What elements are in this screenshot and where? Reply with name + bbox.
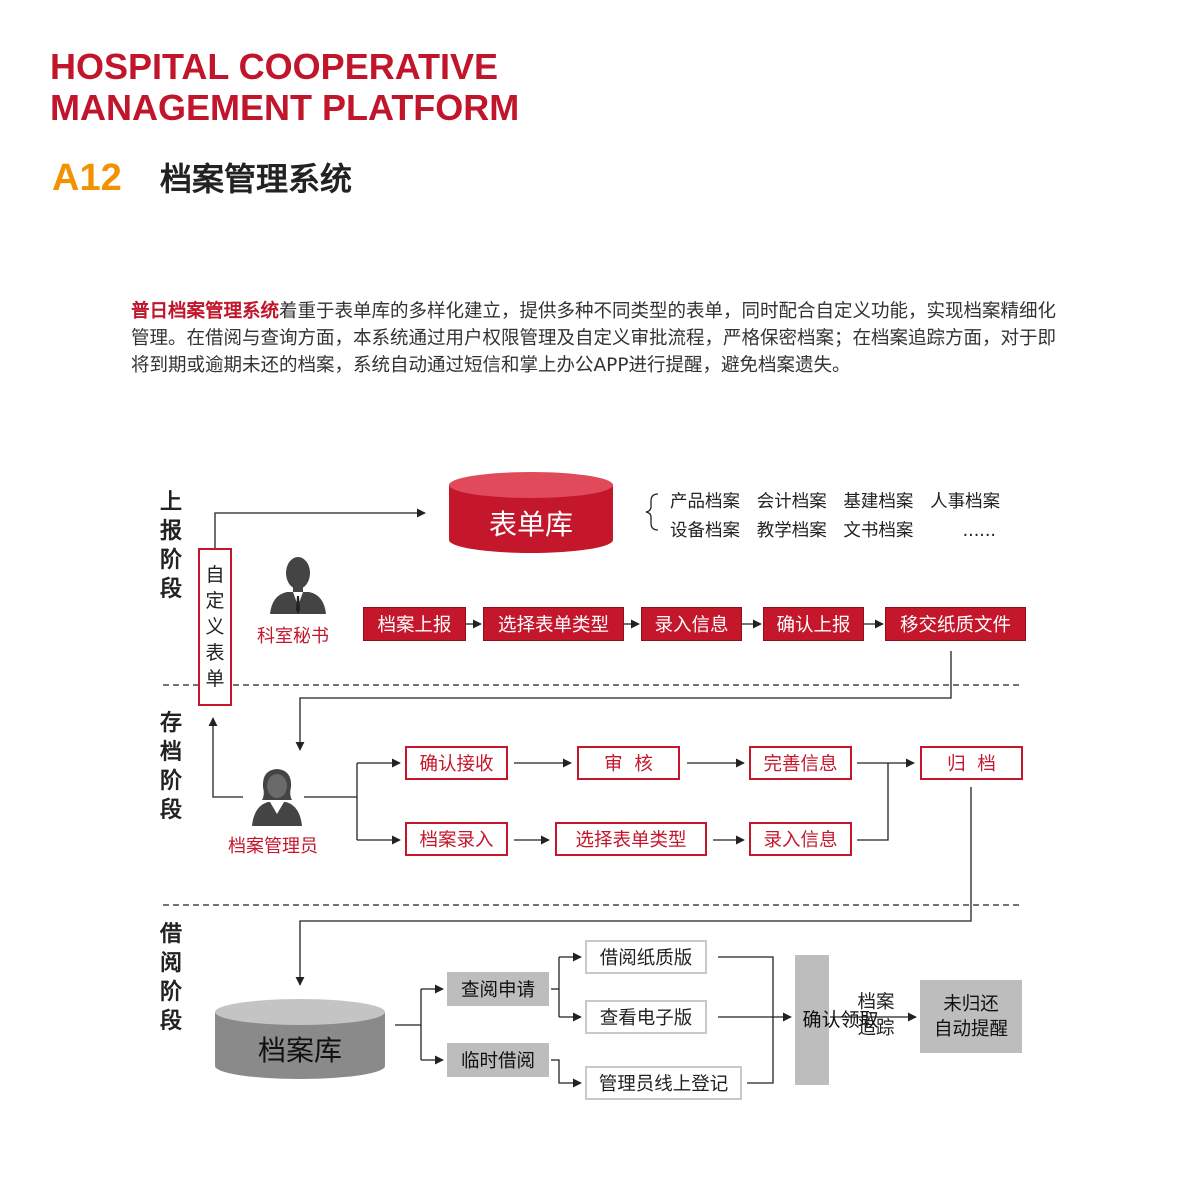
archivist-label: 档案管理员 (228, 836, 318, 857)
stage-label-borrow: 借阅阶段 (159, 922, 182, 1034)
intro-highlight: 普日档案管理系统 (131, 301, 280, 322)
section-code: A12 (52, 157, 122, 199)
archive-tracking-line2: 追踪 (857, 1018, 895, 1039)
secretary-person-icon (270, 557, 326, 614)
category-item: ...... (962, 521, 996, 541)
step-query-request[interactable]: 查阅申请 (447, 972, 549, 1006)
form-db-cylinder (449, 472, 613, 553)
step-review[interactable]: 审 核 (577, 746, 680, 780)
auto-remind-line1: 未归还 (943, 993, 999, 1015)
option-borrow-paper[interactable]: 借阅纸质版 (585, 940, 707, 974)
step-confirm-receive[interactable]: 确认接收 (405, 746, 508, 780)
archive-tracking-line1: 档案 (857, 992, 895, 1013)
archive-db-cylinder (215, 999, 385, 1079)
step-enter-info-2[interactable]: 录入信息 (749, 822, 852, 856)
archivist-person-icon (252, 769, 302, 826)
step-temp-borrow[interactable]: 临时借阅 (447, 1043, 549, 1077)
option-admin-register[interactable]: 管理员线上登记 (585, 1066, 742, 1100)
step-enter-info[interactable]: 录入信息 (641, 607, 742, 641)
stage-label-report: 上报阶段 (159, 490, 182, 602)
step-confirm-report[interactable]: 确认上报 (763, 607, 864, 641)
confirm-collect-label: 确认领取 (802, 1009, 879, 1031)
archive-tracking-label: 档案 追踪 (845, 990, 907, 1042)
english-title-line1: HOSPITAL COOPERATIVE (50, 46, 499, 87)
english-title-line2: MANAGEMENT PLATFORM (50, 87, 520, 128)
secretary-label: 科室秘书 (257, 626, 329, 647)
step-complete-info[interactable]: 完善信息 (749, 746, 852, 780)
step-archive-entry[interactable]: 档案录入 (405, 822, 508, 856)
stage-label-archive: 存档阶段 (159, 711, 182, 823)
option-view-electronic[interactable]: 查看电子版 (585, 1000, 707, 1034)
category-row-2: 设备档案 教学档案 文书档案 ...... (670, 517, 996, 542)
step-report-archive[interactable]: 档案上报 (363, 607, 466, 641)
step-select-form-type[interactable]: 选择表单类型 (483, 607, 624, 641)
intro-text: 着重于表单库的多样化建立，提供多种不同类型的表单，同时配合自定义功能，实现档案精… (131, 301, 1057, 376)
auto-remind-line2: 自动提醒 (933, 1018, 1008, 1040)
category-item: 设备档案 (670, 521, 740, 541)
category-brace (645, 493, 659, 531)
category-item: 基建档案 (843, 492, 914, 512)
step-transfer-paper[interactable]: 移交纸质文件 (885, 607, 1026, 641)
custom-form-box[interactable]: 自定义表单 (198, 548, 232, 706)
step-auto-remind[interactable]: 未归还 自动提醒 (920, 980, 1022, 1053)
archive-db-label: 档案库 (257, 1034, 342, 1067)
category-item: 会计档案 (756, 492, 827, 512)
english-title: HOSPITAL COOPERATIVE MANAGEMENT PLATFORM (50, 46, 519, 128)
page-title: 档案管理系统 (160, 160, 353, 198)
step-select-form-type-2[interactable]: 选择表单类型 (555, 822, 707, 856)
category-row-1: 产品档案 会计档案 基建档案 人事档案 (670, 488, 1000, 513)
step-file-archive[interactable]: 归 档 (920, 746, 1023, 780)
category-item: 文书档案 (843, 521, 914, 541)
category-item: 教学档案 (756, 521, 827, 541)
custom-form-label: 自定义表单 (205, 564, 225, 690)
step-confirm-collect[interactable]: 确认领取 (795, 955, 879, 1085)
form-db-label: 表单库 (488, 508, 573, 541)
intro-paragraph: 普日档案管理系统着重于表单库的多样化建立，提供多种不同类型的表单，同时配合自定义… (131, 298, 1061, 379)
category-item: 人事档案 (930, 492, 1001, 512)
category-item: 产品档案 (670, 492, 740, 512)
